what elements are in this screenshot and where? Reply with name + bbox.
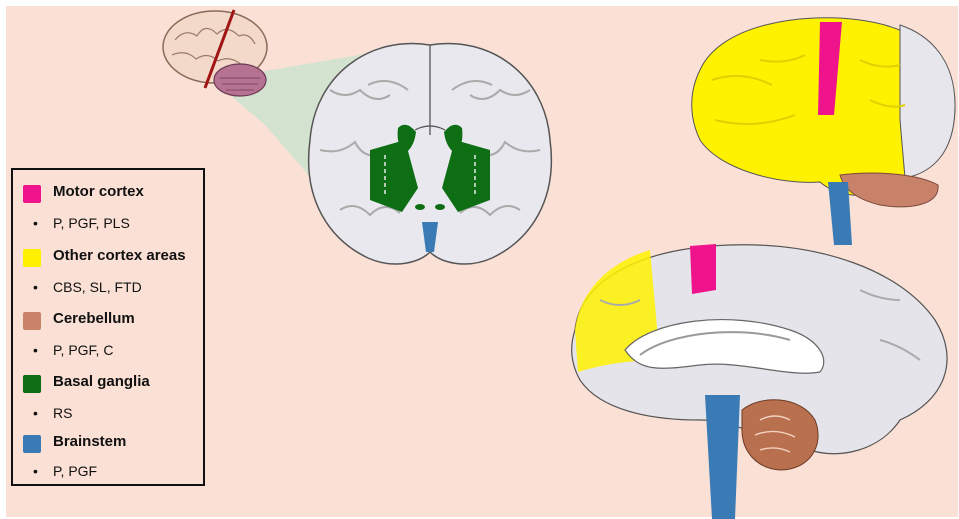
sagittal-brain-icon xyxy=(572,244,947,519)
legend-diseases-motor-cortex: • P, PGF, PLS xyxy=(13,215,203,245)
legend-region-label: Motor cortex xyxy=(53,183,144,200)
legend-item-basal-ganglia: Basal ganglia xyxy=(13,373,203,403)
legend-item-other-cortex: Other cortex areas xyxy=(13,247,203,277)
basal-ganglia-swatch xyxy=(23,375,41,393)
legend-disease-list: CBS, SL, FTD xyxy=(53,279,142,295)
legend-disease-list: P, PGF, PLS xyxy=(53,215,130,231)
legend-diseases-cerebellum: • P, PGF, C xyxy=(13,342,203,372)
legend-region-label: Other cortex areas xyxy=(53,247,186,264)
sagittal-motor-strip xyxy=(690,244,716,294)
legend-disease-list: P, PGF xyxy=(53,463,97,479)
bullet: • xyxy=(33,463,38,479)
bullet: • xyxy=(33,405,38,421)
cerebellum-swatch xyxy=(23,312,41,330)
legend-region-label: Basal ganglia xyxy=(53,373,150,390)
legend-box: Motor cortex • P, PGF, PLS Other cortex … xyxy=(11,168,205,486)
legend-region-label: Cerebellum xyxy=(53,310,135,327)
sagittal-brainstem xyxy=(705,395,740,519)
bullet: • xyxy=(33,279,38,295)
legend-disease-list: RS xyxy=(53,405,72,421)
legend-disease-list: P, PGF, C xyxy=(53,342,113,358)
legend-item-motor-cortex: Motor cortex xyxy=(13,183,203,213)
brainstem-swatch xyxy=(23,435,41,453)
legend-item-cerebellum: Cerebellum xyxy=(13,310,203,340)
legend-item-brainstem: Brainstem xyxy=(13,433,203,463)
bullet: • xyxy=(33,215,38,231)
coronal-section-icon xyxy=(309,43,552,264)
lateral-brain-icon xyxy=(692,18,955,245)
legend-diseases-brainstem: • P, PGF xyxy=(13,463,203,493)
motor-cortex-swatch xyxy=(23,185,41,203)
bullet: • xyxy=(33,342,38,358)
legend-region-label: Brainstem xyxy=(53,433,126,450)
legend-diseases-other-cortex: • CBS, SL, FTD xyxy=(13,279,203,309)
brain-thumbnail-icon xyxy=(163,10,267,96)
other-cortex-swatch xyxy=(23,249,41,267)
legend-diseases-basal-ganglia: • RS xyxy=(13,405,203,435)
